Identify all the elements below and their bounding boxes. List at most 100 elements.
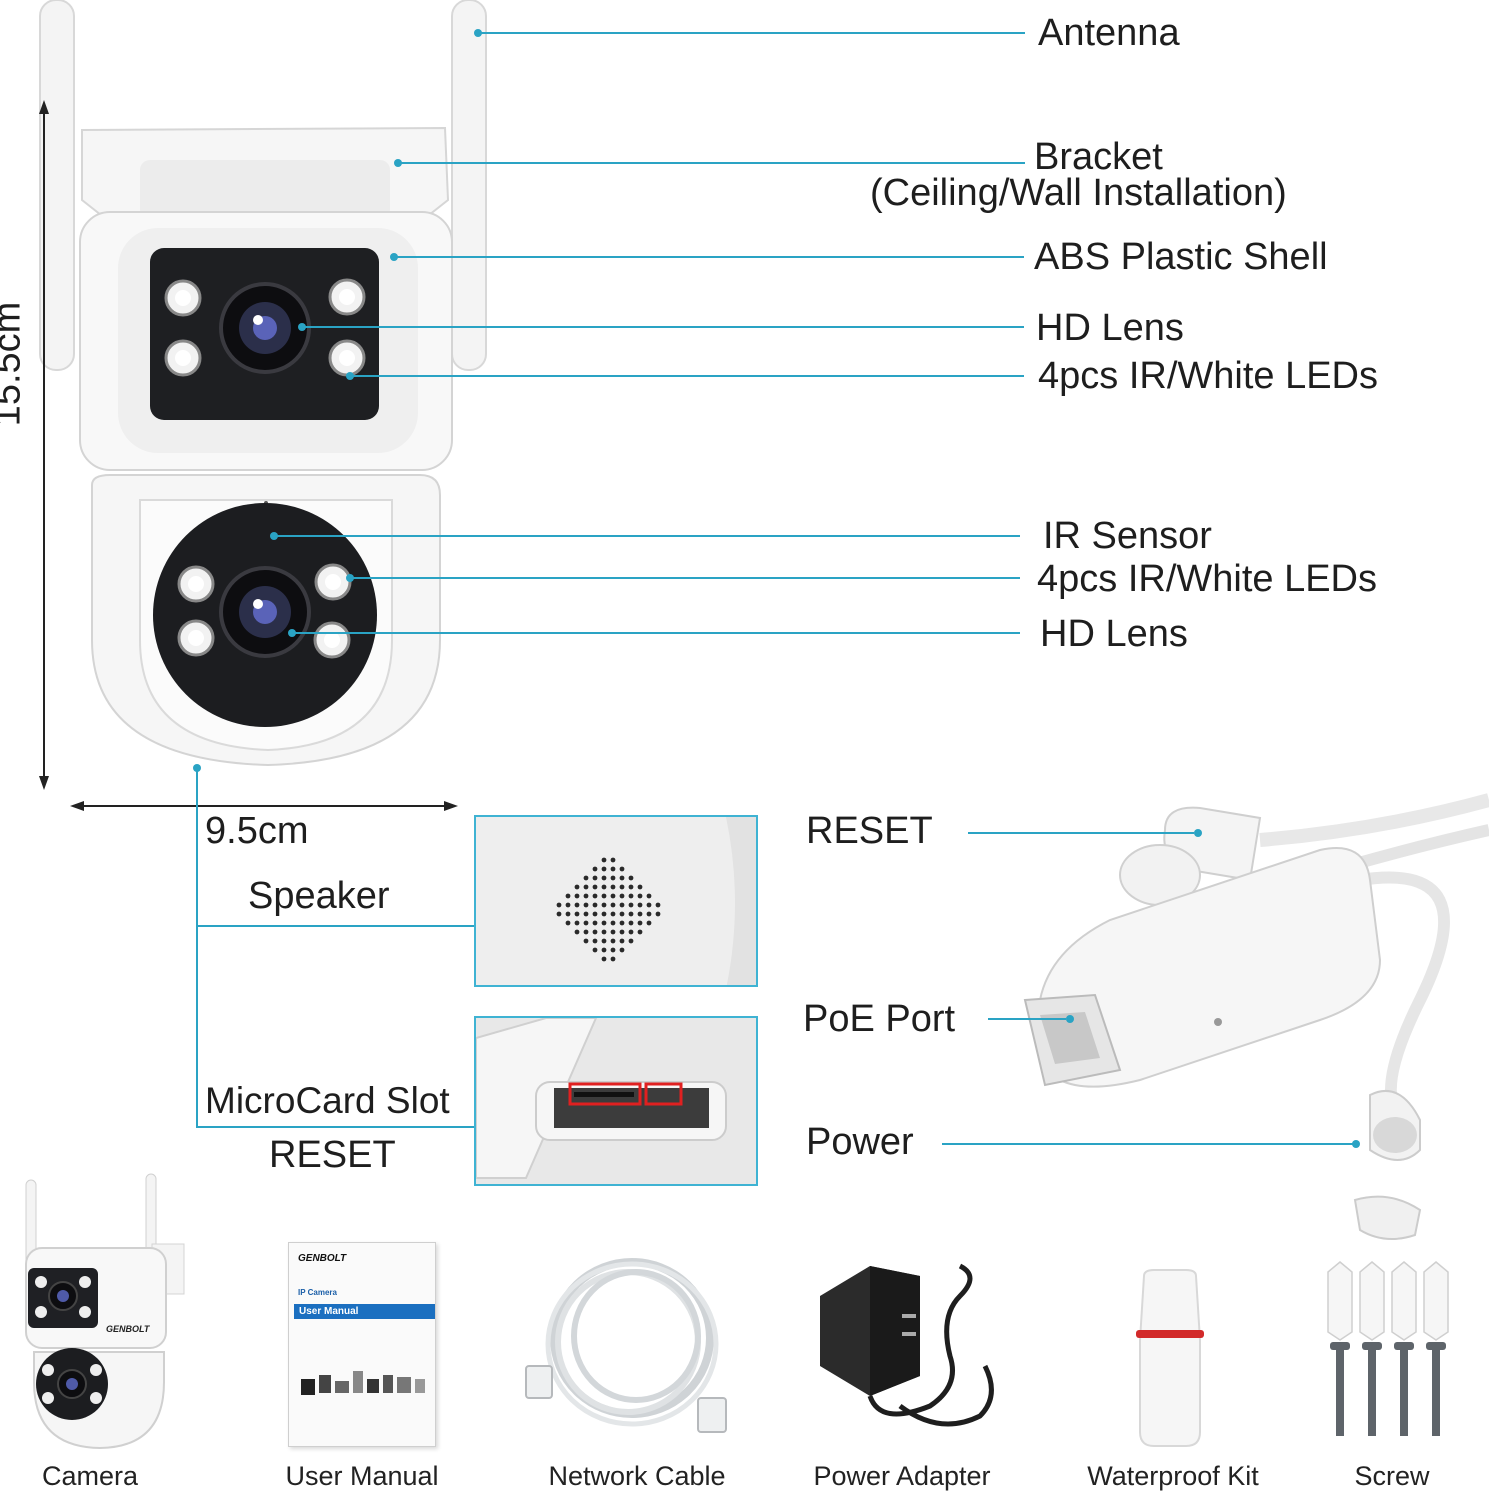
- speaker-hole: [619, 893, 625, 899]
- ir-sensor-label: IR Sensor: [1043, 515, 1212, 557]
- speaker-hole: [565, 893, 571, 899]
- ir-sensor-callout-line: [276, 535, 1020, 537]
- bracket-sublabel: (Ceiling/Wall Installation): [870, 172, 1287, 214]
- speaker-hole: [601, 866, 607, 872]
- speaker-hole: [619, 875, 625, 881]
- speaker-hole: [637, 911, 643, 917]
- reset-cable-callout-dot: [1194, 829, 1202, 837]
- leds-top-label: 4pcs IR/White LEDs: [1038, 355, 1378, 397]
- speaker-hole: [556, 902, 562, 908]
- package-label-user-manual: User Manual: [285, 1461, 439, 1491]
- package-label-camera: Camera: [41, 1461, 139, 1491]
- speaker-detail-frame: [474, 815, 758, 987]
- poe-label: PoE Port: [803, 998, 956, 1040]
- speaker-hole: [619, 920, 625, 926]
- speaker-hole: [601, 929, 607, 935]
- speaker-hole: [583, 929, 589, 935]
- hd-lens-top-callout-line: [304, 326, 1024, 328]
- speaker-hole: [619, 866, 625, 872]
- speaker-hole: [610, 929, 616, 935]
- speaker-hole: [628, 875, 634, 881]
- speaker-hole: [592, 929, 598, 935]
- speaker-hole: [637, 920, 643, 926]
- speaker-hole: [574, 893, 580, 899]
- speaker-hole: [601, 938, 607, 944]
- antenna-label: Antenna: [1038, 12, 1180, 54]
- speaker-hole: [574, 929, 580, 935]
- speaker-hole: [610, 920, 616, 926]
- power-callout-line: [942, 1143, 1354, 1145]
- reset-cable-label: RESET: [806, 810, 933, 852]
- manual-brand: GENBOLT: [298, 1253, 347, 1264]
- speaker-hole: [628, 938, 634, 944]
- hd-lens-bottom-callout-dot: [288, 629, 296, 637]
- leds-bottom-callout-dot: [346, 574, 354, 582]
- speaker-hole: [583, 893, 589, 899]
- speaker-hole: [619, 911, 625, 917]
- speaker-hole: [565, 920, 571, 926]
- hd-lens-bottom-callout-line: [294, 632, 1020, 634]
- power-label: Power: [806, 1121, 914, 1163]
- bracket-callout-dot: [394, 159, 402, 167]
- ir-sensor-callout-dot: [270, 532, 278, 540]
- speaker-hole: [565, 911, 571, 917]
- speaker-hole: [583, 938, 589, 944]
- speaker-hole: [556, 911, 562, 917]
- speaker-hole: [628, 911, 634, 917]
- speaker-hole: [592, 911, 598, 917]
- speaker-hole: [574, 911, 580, 917]
- package-label-network-cable: Network Cable: [548, 1461, 726, 1491]
- package-label-power-adapter: Power Adapter: [813, 1461, 991, 1491]
- speaker-hole: [592, 875, 598, 881]
- package-screw-image: [1327, 1261, 1449, 1436]
- reset-cable-callout-line: [968, 832, 1194, 834]
- speaker-hole: [592, 938, 598, 944]
- speaker-hole: [646, 911, 652, 917]
- speaker-hole: [628, 929, 634, 935]
- manual-product-strip: [301, 1371, 425, 1395]
- antenna-callout-line: [480, 32, 1025, 34]
- speaker-hole: [574, 920, 580, 926]
- speaker-hole: [628, 893, 634, 899]
- speaker-hole: [610, 947, 616, 953]
- speaker-grille: [476, 817, 756, 985]
- speaker-hole: [610, 902, 616, 908]
- speaker-hole: [574, 902, 580, 908]
- speaker-label: Speaker: [248, 875, 390, 917]
- hd-lens-bottom-label: HD Lens: [1040, 613, 1188, 655]
- speaker-hole: [655, 902, 661, 908]
- width-dimension-label: 9.5cm: [205, 810, 309, 852]
- speaker-hole: [610, 875, 616, 881]
- speaker-hole: [637, 893, 643, 899]
- microcard-label: MicroCard Slot: [205, 1080, 450, 1121]
- bracket-label: Bracket: [1034, 136, 1163, 178]
- speaker-hole: [601, 884, 607, 890]
- bottom-callout-dot: [193, 764, 201, 772]
- package-manual-image: GENBOLT IP Camera User Manual: [288, 1242, 436, 1447]
- speaker-hole: [628, 902, 634, 908]
- leds-bottom-label: 4pcs IR/White LEDs: [1037, 558, 1377, 600]
- poe-callout-dot: [1066, 1015, 1074, 1023]
- speaker-hole: [601, 920, 607, 926]
- speaker-hole: [637, 902, 643, 908]
- speaker-hole: [601, 911, 607, 917]
- speaker-hole: [619, 884, 625, 890]
- package-label-waterproof-kit: Waterproof Kit: [1087, 1461, 1259, 1491]
- speaker-hole: [610, 893, 616, 899]
- speaker-hole: [601, 956, 607, 962]
- package-camera-image: [25, 1173, 185, 1450]
- speaker-hole: [583, 911, 589, 917]
- speaker-hole: [610, 884, 616, 890]
- speaker-hole: [583, 920, 589, 926]
- speaker-hole: [610, 956, 616, 962]
- poe-callout-line: [988, 1018, 1066, 1020]
- speaker-hole: [646, 893, 652, 899]
- microcard-slot-illustration: [476, 1018, 756, 1184]
- speaker-hole: [637, 929, 643, 935]
- speaker-hole: [655, 911, 661, 917]
- microcard-detail-frame: [474, 1016, 758, 1186]
- package-label-screw: Screw: [1354, 1461, 1430, 1491]
- speaker-hole: [619, 902, 625, 908]
- speaker-hole: [610, 938, 616, 944]
